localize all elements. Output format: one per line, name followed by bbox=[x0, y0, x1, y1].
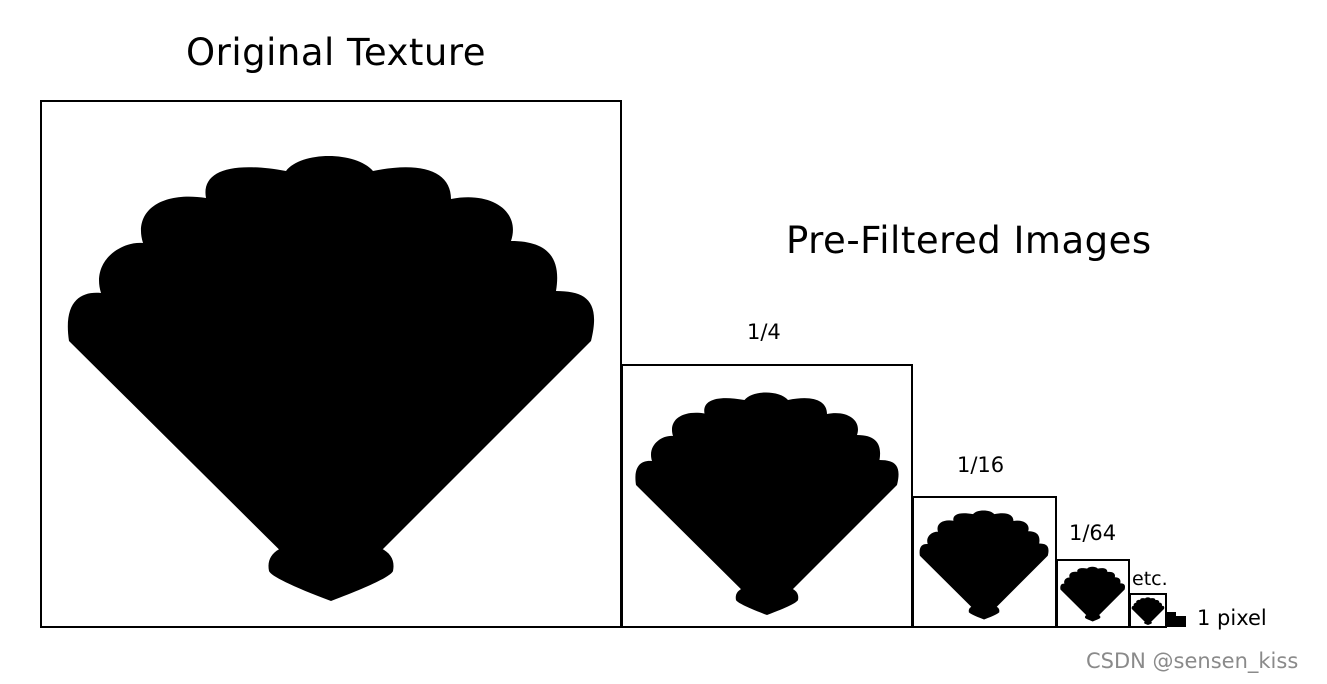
etc-texture-box bbox=[1129, 593, 1167, 628]
quarter-label: 1/4 bbox=[747, 320, 781, 344]
shell-quarter bbox=[635, 392, 899, 615]
etc-label: etc. bbox=[1132, 568, 1168, 590]
mip-level-tiny bbox=[1167, 612, 1176, 627]
shell-original bbox=[67, 156, 595, 601]
pre-filtered-images-title: Pre-Filtered Images bbox=[786, 219, 1152, 262]
one-pixel-label: 1 pixel bbox=[1197, 606, 1267, 630]
shell-etc bbox=[1131, 597, 1165, 625]
one-pixel-square bbox=[1176, 616, 1186, 627]
shell-sixteenth bbox=[919, 510, 1049, 620]
sixtyfourth-label: 1/64 bbox=[1069, 521, 1117, 545]
sixteenth-label: 1/16 bbox=[957, 453, 1005, 477]
original-texture-title: Original Texture bbox=[186, 31, 486, 74]
watermark: CSDN @sensen_kiss bbox=[1086, 649, 1299, 673]
shell-sixtyfourth bbox=[1060, 566, 1126, 622]
